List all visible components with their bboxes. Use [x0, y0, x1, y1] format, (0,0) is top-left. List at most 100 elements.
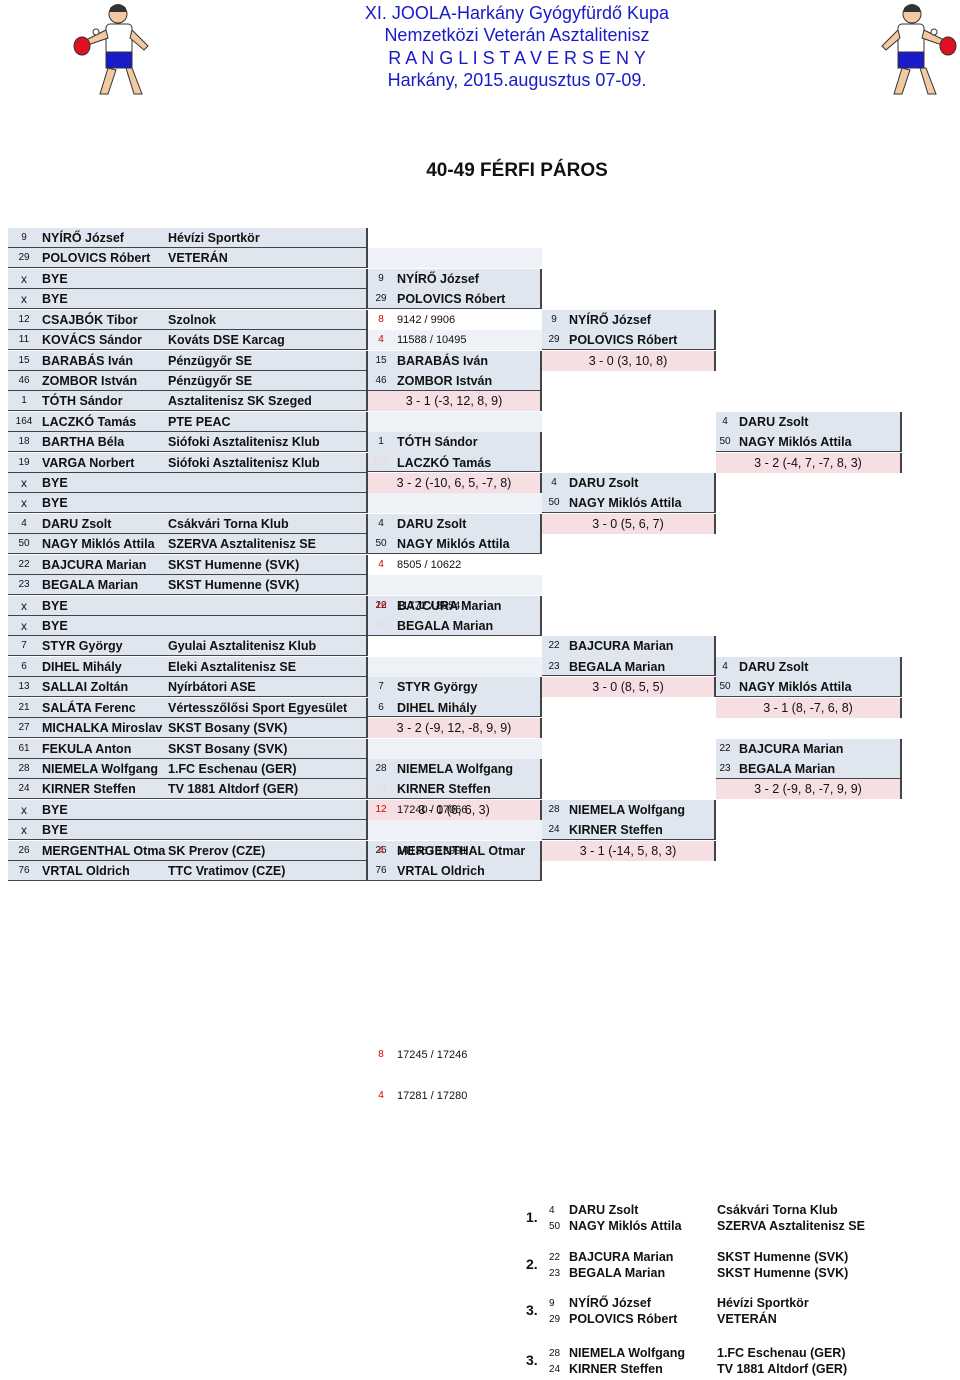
entry-name: VARGA Norbert: [42, 455, 135, 470]
entry-row: [8, 799, 368, 820]
entry-name: BYE: [42, 271, 68, 286]
r2-spacer: [368, 493, 542, 514]
entry-club: SZERVA Asztalitenisz SE: [168, 537, 316, 552]
entry-club: Siófoki Asztalitenisz Klub: [168, 435, 320, 450]
r2-spacer: [368, 575, 542, 596]
entry-club: Pénzügyőr SE: [168, 373, 253, 388]
r2-name-b: DIHEL Mihály: [397, 700, 477, 715]
place-number: 3.: [526, 1352, 538, 1368]
entry-club: SK Prerov (CZE): [168, 843, 266, 858]
rating-seed: 8: [378, 1048, 384, 1060]
r4-seed-a: 4: [722, 415, 728, 427]
r3-score: 3 - 0 (8, 5, 5): [542, 677, 716, 698]
place-club: VETERÁN: [717, 1312, 777, 1326]
entry-name: NYÍRŐ József: [42, 231, 124, 245]
entry-name: FEKULA Anton: [42, 741, 132, 756]
place-seed: 9: [549, 1298, 555, 1309]
place-club: Hévízi Sportkör: [717, 1296, 809, 1310]
place-seed: 22: [549, 1252, 561, 1263]
entry-name: BYE: [42, 476, 68, 491]
r2-seed-b: 6: [378, 701, 384, 713]
entry-name: NAGY Miklós Attila: [42, 537, 155, 552]
entry-name: TÓTH Sándor: [42, 394, 123, 409]
entry-row: [8, 473, 368, 494]
r3-name-a: BAJCURA Marian: [569, 639, 674, 654]
entry-club: SKST Humenne (SVK): [168, 578, 300, 593]
r2-name-a: NIEMELA Wolfgang: [397, 761, 513, 776]
r2-seed-a: 26: [375, 844, 387, 856]
r3-score: 3 - 0 (3, 10, 8): [542, 350, 716, 371]
rating-value: 17281 / 17280: [397, 1089, 468, 1102]
r3-name-b: KIRNER Steffen: [569, 823, 663, 838]
entry-seed: 19: [18, 456, 30, 468]
entry-club: SKST Bosany (SVK): [168, 721, 288, 736]
r2-seed-b: 29: [375, 293, 387, 305]
entry-club: Asztalitenisz SK Szeged: [168, 394, 312, 409]
r4-score: 3 - 2 (-9, 8, -7, 9, 9): [716, 779, 902, 800]
entry-row: [8, 697, 368, 718]
place-seed: 24: [549, 1364, 561, 1375]
r2-name-a: BARABÁS Iván: [397, 353, 488, 368]
entry-name: VRTAL Oldrich: [42, 864, 130, 879]
r3-pair: [542, 636, 716, 677]
entry-seed: 1: [21, 395, 27, 407]
r2-score: 3 - 2 (-9, 12, -8, 9, 9): [368, 718, 542, 739]
final-name-a: DARU Zsolt: [739, 659, 809, 674]
entry-seed: x: [21, 598, 27, 613]
entry-seed: 76: [18, 865, 30, 877]
entry-row: [8, 268, 368, 289]
entry-row: [8, 575, 368, 596]
entry-row: [8, 391, 368, 412]
entry-row: [8, 493, 368, 514]
entry-club: Csákvári Torna Klub: [168, 516, 289, 531]
r2-score: 3 - 0 (6, 6, 3): [368, 799, 542, 820]
entry-seed: 22: [18, 558, 30, 570]
entry-seed: x: [21, 496, 27, 511]
rating-value: 11588 / 10495: [397, 334, 467, 347]
place-club: TV 1881 Altdorf (GER): [717, 1362, 848, 1376]
place-player: NIEMELA Wolfgang: [569, 1346, 685, 1360]
entry-name: NIEMELA Wolfgang: [42, 761, 158, 776]
entry-name: SALÁTA Ferenc: [42, 700, 136, 715]
r3-name-b: NAGY Miklós Attila: [569, 496, 682, 511]
r3-name-a: NIEMELA Wolfgang: [569, 802, 685, 817]
entry-seed: 9: [21, 232, 27, 243]
entry-seed: 15: [18, 354, 30, 366]
r3-seed-b: 23: [548, 660, 560, 672]
rating-value: 8505 / 10622: [397, 558, 462, 571]
place-club: SKST Humenne (SVK): [717, 1266, 849, 1280]
entry-club: TV 1881 Altdorf (GER): [168, 782, 299, 797]
r2-name-b: BEGALA Marian: [397, 618, 494, 633]
rating-seed: 4: [378, 334, 384, 346]
place-club: SKST Humenne (SVK): [717, 1250, 849, 1264]
entry-club: [168, 800, 364, 820]
r3-pair: [542, 309, 716, 350]
final-seed-a: 4: [722, 660, 728, 672]
entry-name: DIHEL Mihály: [42, 659, 122, 674]
r2-name-a: STYR György: [397, 680, 478, 695]
r3-name-b: BEGALA Marian: [569, 659, 666, 674]
page-title: 40-49 FÉRFI PÁROS: [426, 160, 608, 181]
entry-name: BYE: [42, 823, 68, 838]
r2-pair: [368, 432, 542, 473]
entry-row: [8, 248, 368, 269]
entry-row: [8, 534, 368, 555]
place-club: Csákvári Torna Klub: [717, 1203, 838, 1217]
r3-name-a: NYÍRŐ József: [569, 312, 651, 327]
rating-seed: 4: [378, 558, 384, 570]
entry-club: [168, 269, 364, 289]
entry-seed: 6: [21, 660, 27, 672]
r4-name-b: BEGALA Marian: [739, 761, 836, 776]
entry-club: Nyírbátori ASE: [168, 680, 256, 695]
r2-name-b: ZOMBOR István: [397, 373, 493, 388]
r3-seed-b: 50: [548, 497, 560, 509]
rating-value: 17245 / 17246: [397, 1048, 468, 1061]
entry-club: [168, 820, 364, 840]
header-line-3: R A N G L I S T A V E R S E N Y: [388, 48, 646, 68]
entry-row: [8, 656, 368, 677]
place-player: BEGALA Marian: [569, 1266, 666, 1280]
entry-name: POLOVICS Róbert: [42, 251, 151, 266]
rating-seed: 16: [375, 599, 387, 611]
r4-pair: [716, 411, 902, 452]
r3-seed-b: 24: [548, 824, 560, 836]
